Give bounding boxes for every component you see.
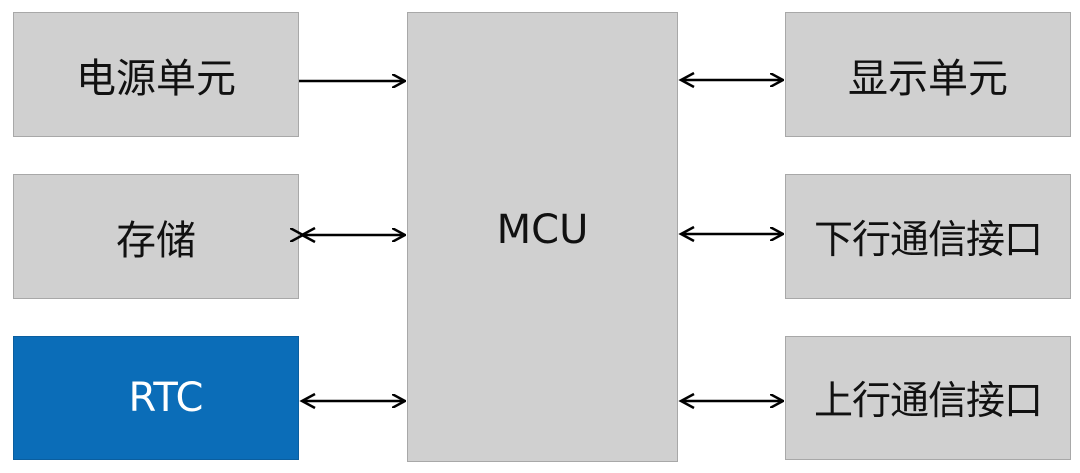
display-arrowhead-left — [678, 71, 695, 89]
rtc-block: RTC — [13, 336, 299, 460]
mcu-block: MCU — [407, 12, 678, 462]
power-unit-label: 电源单元 — [76, 55, 236, 102]
rtc-label: RTC — [128, 375, 204, 421]
storage-block: 存储 — [13, 174, 299, 299]
storage-label: 存储 — [116, 217, 196, 264]
downlink-arrowhead-left — [678, 225, 695, 243]
downlink-interface-label: 下行通信接口 — [813, 217, 1043, 263]
display-unit-block: 显示单元 — [785, 12, 1071, 137]
display-unit-label: 显示单元 — [848, 55, 1008, 102]
uplink-arrowhead-left — [678, 392, 695, 410]
rtc-arrowhead-left — [299, 392, 316, 410]
mcu-label: MCU — [496, 207, 589, 253]
storage-arrowhead-left — [299, 226, 316, 244]
uplink-interface-block: 上行通信接口 — [785, 336, 1071, 460]
power-unit-block: 电源单元 — [13, 12, 299, 137]
uplink-interface-label: 上行通信接口 — [813, 379, 1043, 424]
downlink-interface-block: 下行通信接口 — [785, 174, 1071, 299]
